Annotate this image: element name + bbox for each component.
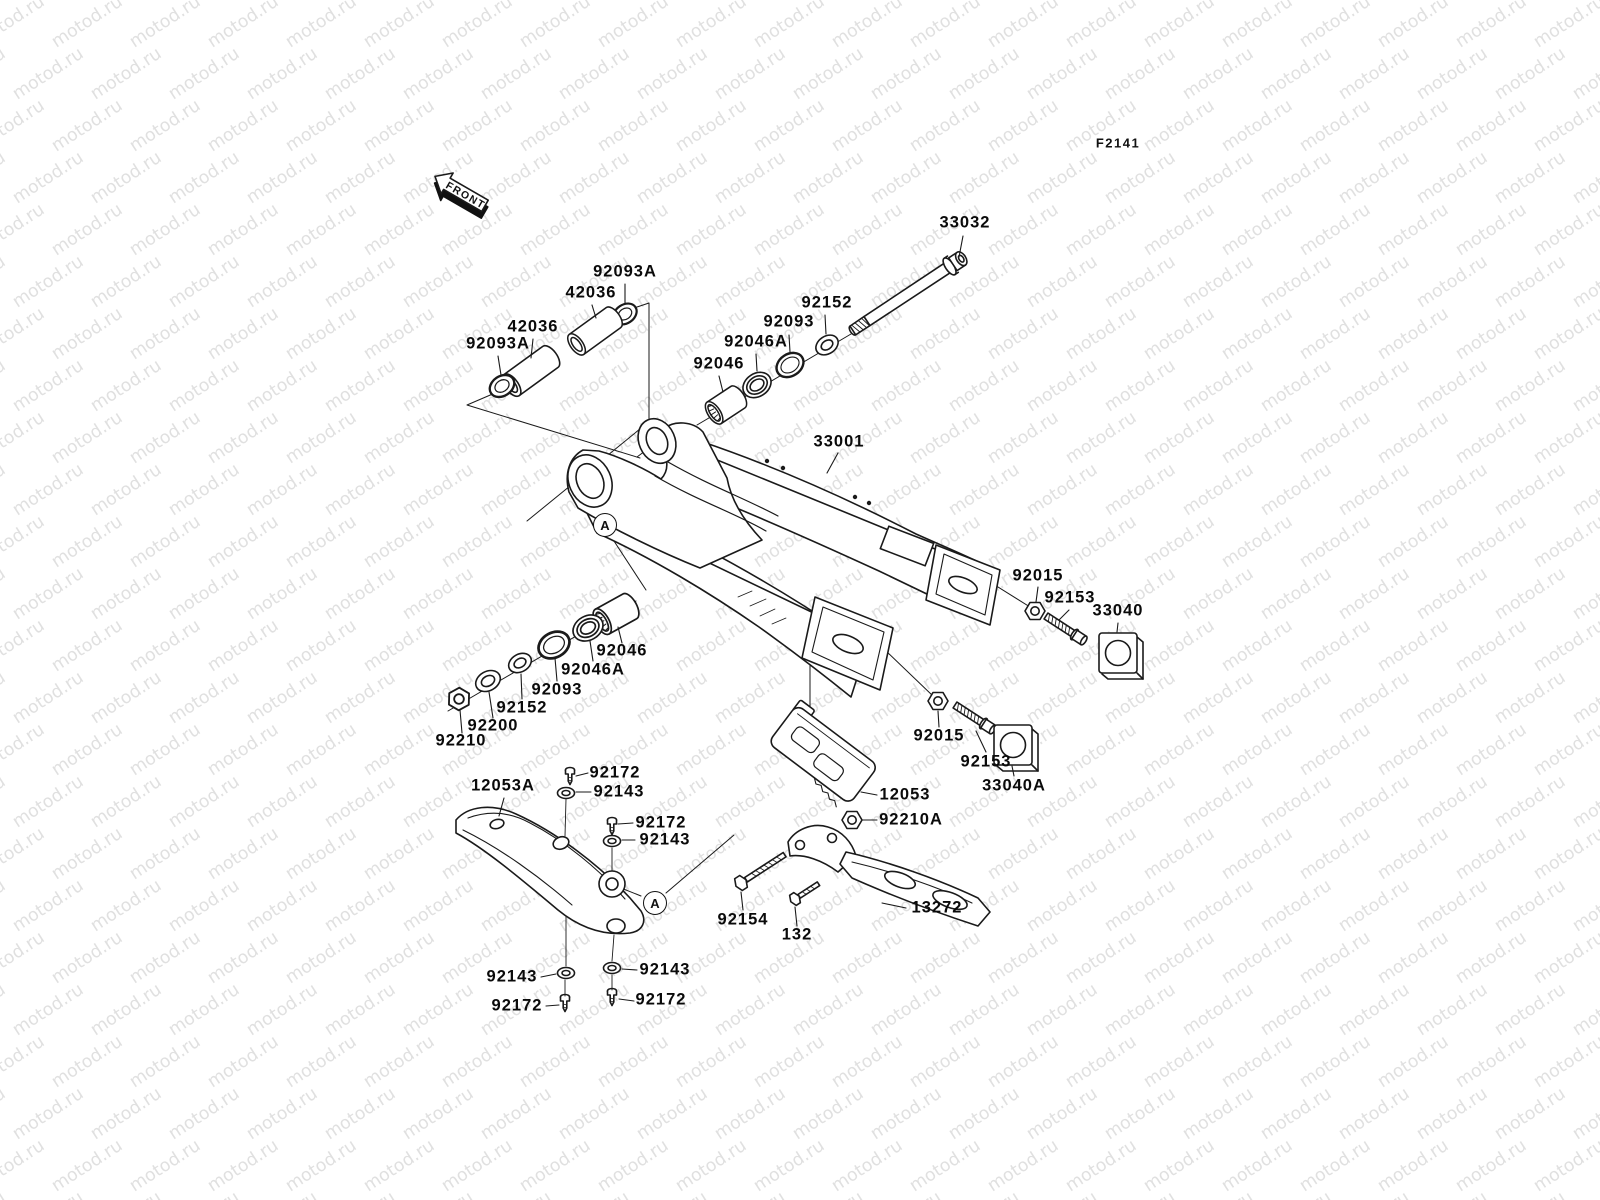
part-nut-92015-lower — [927, 691, 949, 711]
part-swingarm — [566, 417, 1001, 698]
fastener-axis-lines — [564, 798, 615, 997]
part-washer-92200 — [471, 665, 505, 697]
part-block-33040 — [1098, 632, 1144, 680]
part-nut-92015-upper — [1024, 601, 1046, 621]
part-pivot-shaft-33032 — [848, 251, 968, 336]
leader-lines — [459, 235, 1119, 1007]
part-ring-92093-low — [532, 624, 576, 666]
part-bolt-92154 — [733, 851, 787, 892]
part-grommet-92143-4 — [602, 961, 622, 975]
part-screw-92172-1 — [564, 766, 576, 786]
part-nut-92210A — [841, 810, 863, 830]
part-grommet-92143-1 — [556, 786, 576, 800]
part-chain-slider-12053 — [770, 699, 876, 808]
part-grommet-92143-2 — [602, 834, 622, 848]
part-screw-92172-2 — [606, 816, 618, 836]
part-screw-92153-lower — [950, 699, 999, 737]
part-sleeve-42036-right — [563, 303, 627, 359]
part-screw-92172-4 — [606, 987, 618, 1007]
front-direction-arrow: FRONT — [433, 172, 490, 219]
part-chain-slider-12053A — [455, 806, 645, 935]
part-block-33040A — [993, 724, 1039, 772]
part-nut-92210 — [443, 683, 475, 715]
part-grommet-92143-3 — [556, 966, 576, 980]
page-code: F2141 — [1095, 135, 1141, 151]
part-chain-guide-13272 — [787, 824, 991, 927]
part-screw-92172-3 — [559, 993, 571, 1013]
part-washer-92152-low — [504, 648, 536, 678]
part-screw-92153-upper — [1041, 610, 1090, 648]
part-bolt-132 — [788, 881, 821, 907]
